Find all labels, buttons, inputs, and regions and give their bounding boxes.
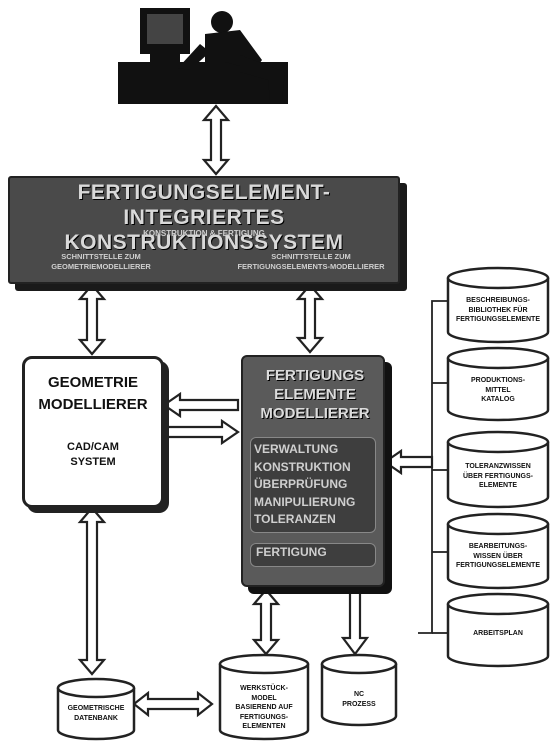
interface-feature-label: SCHNITTSTELLE ZUM FERTIGUNGSELEMENTS-MOD… (226, 252, 396, 272)
bottom-cylinders (56, 653, 398, 741)
system-title: FERTIGUNGSELEMENT-INTEGRIERTES KONSTRUKT… (8, 180, 400, 255)
feature-functions-panel (250, 437, 376, 533)
arrow-feature-nc (340, 586, 370, 656)
geometry-modeller-title: GEOMETRIE MODELLIERER (22, 372, 164, 416)
system-subtitle: KONSTRUKTION & FERTIGUNG (143, 229, 265, 238)
system-title-line2: KONSTRUKTIONSSYSTEM (64, 231, 344, 254)
geometry-title-line1: GEOMETRIE (47, 374, 138, 391)
function-item: TOLERANZEN (254, 512, 336, 526)
cylinder-text: FERTIGUNGSELEMENTE (455, 316, 540, 323)
cylinder-text: DATENBANK (74, 714, 118, 722)
cylinder-text: WERKSTÜCK- (240, 685, 288, 692)
geometry-modeller-box (22, 356, 164, 508)
right-cylinders (446, 266, 550, 668)
user-at-workstation-icon (118, 8, 288, 104)
cad-cam-line2: SYSTEM (70, 456, 116, 468)
arrow-geometry-to-feature (162, 418, 240, 446)
feature-functions-list: VERWALTUNG KONSTRUKTION ÜBERPRÜFUNG MANI… (254, 441, 378, 529)
geometric-database-label: GEOMETRISCHE DATENBANK (56, 704, 136, 723)
cylinder-text: FERTIGUNGS- (239, 713, 289, 721)
cylinder-text: ELEMENTE (478, 482, 518, 489)
cylinder-text: MITTEL (485, 386, 511, 394)
cylinder-text: KATALOG (481, 396, 515, 403)
cylinder-text: BASIEREND AUF (235, 704, 293, 711)
feature-library-db-label: BESCHREIBUNGS- BIBLIOTHEK FÜR FERTIGUNGS… (446, 296, 550, 325)
production-catalog-db-label: PRODUKTIONS- MITTEL KATALOG (446, 376, 550, 405)
arrow-feature-workpiece (251, 588, 281, 656)
cylinder-text: PROZESS (342, 700, 376, 708)
arrow-database-workpiece (132, 690, 214, 718)
cylinder-text: BIBLIOTHEK FÜR (468, 306, 528, 314)
cylinder-text: MODEL (251, 694, 277, 702)
interface-geometry-label: SCHNITTSTELLE ZUM GEOMETRIEMODELLIERER (16, 252, 186, 272)
interface-left-line1: SCHNITTSTELLE ZUM (61, 252, 141, 261)
knowledge-bracket (418, 300, 447, 634)
function-item: VERWALTUNG (254, 442, 339, 456)
integrated-design-system-box (8, 176, 400, 284)
cylinder-text: GEOMETRISCHE (67, 705, 125, 712)
feature-title-line1: FERTIGUNGS (265, 367, 365, 384)
system-title-line1: FERTIGUNGSELEMENT-INTEGRIERTES (77, 181, 331, 229)
cylinder-text: PRODUKTIONS- (470, 377, 526, 384)
workpiece-model-label: WERKSTÜCK- MODEL BASIEREND AUF FERTIGUNG… (218, 684, 310, 732)
function-item: MANIPULIERUNG (254, 494, 356, 509)
feature-modeller-title: FERTIGUNGS ELEMENTE MODELLIERER (241, 366, 389, 423)
fertigung-panel (250, 543, 376, 567)
cylinder-text: NC (353, 691, 365, 698)
feature-title-line2: ELEMENTE (274, 386, 356, 403)
cylinder-text: ELEMENTEN (242, 723, 286, 730)
interface-right-line2: FERTIGUNGSELEMENTS-MODELLIERER (237, 262, 385, 271)
machining-knowledge-db-label: BEARBEITUNGS- WISSEN ÜBER FERTIGUNGSELEM… (446, 542, 550, 571)
interface-left-line2: GEOMETRIEMODELLIERER (51, 262, 151, 271)
cylinder-text: FERTIGUNGSELEMENTE (455, 562, 540, 569)
cylinder-text: BESCHREIBUNGS- (466, 297, 530, 304)
fertigung-label: FERTIGUNG (256, 545, 327, 559)
arrow-feature-to-geometry (162, 391, 240, 419)
arrow-user-system (201, 104, 231, 176)
function-item: KONSTRUKTION (254, 459, 351, 474)
arrow-geometry-database (77, 506, 107, 676)
arrow-system-geometry (77, 283, 107, 356)
cylinder-text: ARBEITSPLAN (473, 630, 523, 637)
cylinder-text: WISSEN ÜBER (473, 552, 523, 560)
tolerance-knowledge-db-label: TOLERANZWISSEN ÜBER FERTIGUNGS- ELEMENTE (446, 462, 550, 491)
cylinder-text: TOLERANZWISSEN (465, 463, 531, 470)
nc-process-label: NC PROZESS (320, 690, 398, 709)
geometry-title-line2: MODELLIERER (38, 396, 148, 413)
arrow-system-feature (295, 283, 325, 354)
cylinder-text: ÜBER FERTIGUNGS- (463, 472, 533, 480)
feature-title-line3: MODELLIERER (260, 405, 370, 422)
cylinder-text: BEARBEITUNGS- (468, 543, 528, 550)
arrow-knowledge-to-feature (383, 448, 434, 476)
cad-cam-line1: CAD/CAM (67, 441, 119, 453)
function-item: ÜBERPRÜFUNG (254, 477, 348, 491)
work-plan-db-label: ARBEITSPLAN (446, 629, 550, 639)
cad-cam-label: CAD/CAM SYSTEM (22, 440, 164, 470)
interface-right-line1: SCHNITTSTELLE ZUM (271, 252, 351, 261)
